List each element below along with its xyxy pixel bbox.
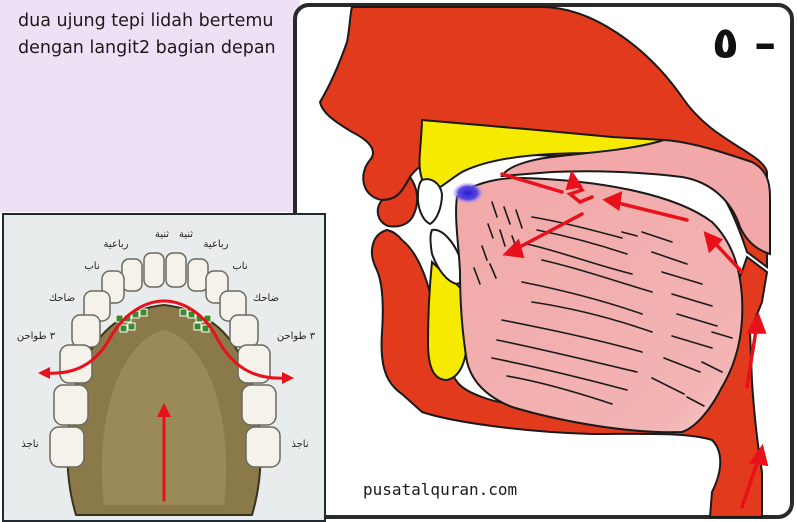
- diagram-number: ٥ –: [712, 22, 776, 66]
- tooth-central-incisor-right: [166, 253, 186, 287]
- label-thaniyah-left: ثنية: [155, 229, 169, 240]
- tooth-premolar-2-left: [72, 315, 100, 347]
- right-arrow-head: [282, 372, 294, 384]
- tooth-molar-3-right: [246, 427, 280, 467]
- mouth-cross-section-diagram: [292, 2, 795, 520]
- label-thaniyah-right: ثنية: [179, 229, 193, 240]
- watermark-text: pusatalquran.com: [363, 480, 517, 499]
- label-tawahin-right: ٣ طواحن: [277, 331, 316, 342]
- dental-arch-svg: ثنية ثنية رباعية رباعية ناب ناب ضاحك ضاح…: [4, 215, 326, 522]
- label-tawahin-left: ٣ طواحن: [17, 331, 56, 342]
- caption-panel: dua ujung tepi lidah bertemu dengan lang…: [0, 0, 300, 212]
- tooth-molar-3-left: [50, 427, 84, 467]
- tooth-central-incisor-left: [144, 253, 164, 287]
- left-arrow-head: [38, 367, 50, 379]
- caption-line-2: dengan langit2 bagian depan: [18, 35, 290, 62]
- label-dahik-left: ضاحك: [49, 293, 75, 304]
- contact-point: [452, 182, 484, 204]
- tooth-molar-2-right: [242, 385, 276, 425]
- tooth-lateral-incisor-right: [188, 259, 208, 291]
- dental-arch-diagram: ثنية ثنية رباعية رباعية ناب ناب ضاحك ضاح…: [2, 213, 326, 522]
- label-rubaiyah-left: رباعية: [103, 239, 128, 250]
- caption-line-1: dua ujung tepi lidah bertemu: [18, 8, 290, 35]
- label-rubaiyah-right: رباعية: [203, 239, 228, 250]
- caption-text: dua ujung tepi lidah bertemu dengan lang…: [18, 8, 290, 62]
- tooth-premolar-2-right: [230, 315, 258, 347]
- label-najidh-left: ناجذ: [21, 439, 38, 450]
- tooth-molar-2-left: [54, 385, 88, 425]
- tongue: [456, 178, 742, 432]
- label-nab-right: ناب: [232, 261, 247, 272]
- label-dahik-right: ضاحك: [253, 293, 279, 304]
- label-najidh-right: ناجذ: [291, 439, 308, 450]
- label-nab-left: ناب: [84, 261, 99, 272]
- tooth-lateral-incisor-left: [122, 259, 142, 291]
- mouth-cross-section-svg: [292, 2, 795, 520]
